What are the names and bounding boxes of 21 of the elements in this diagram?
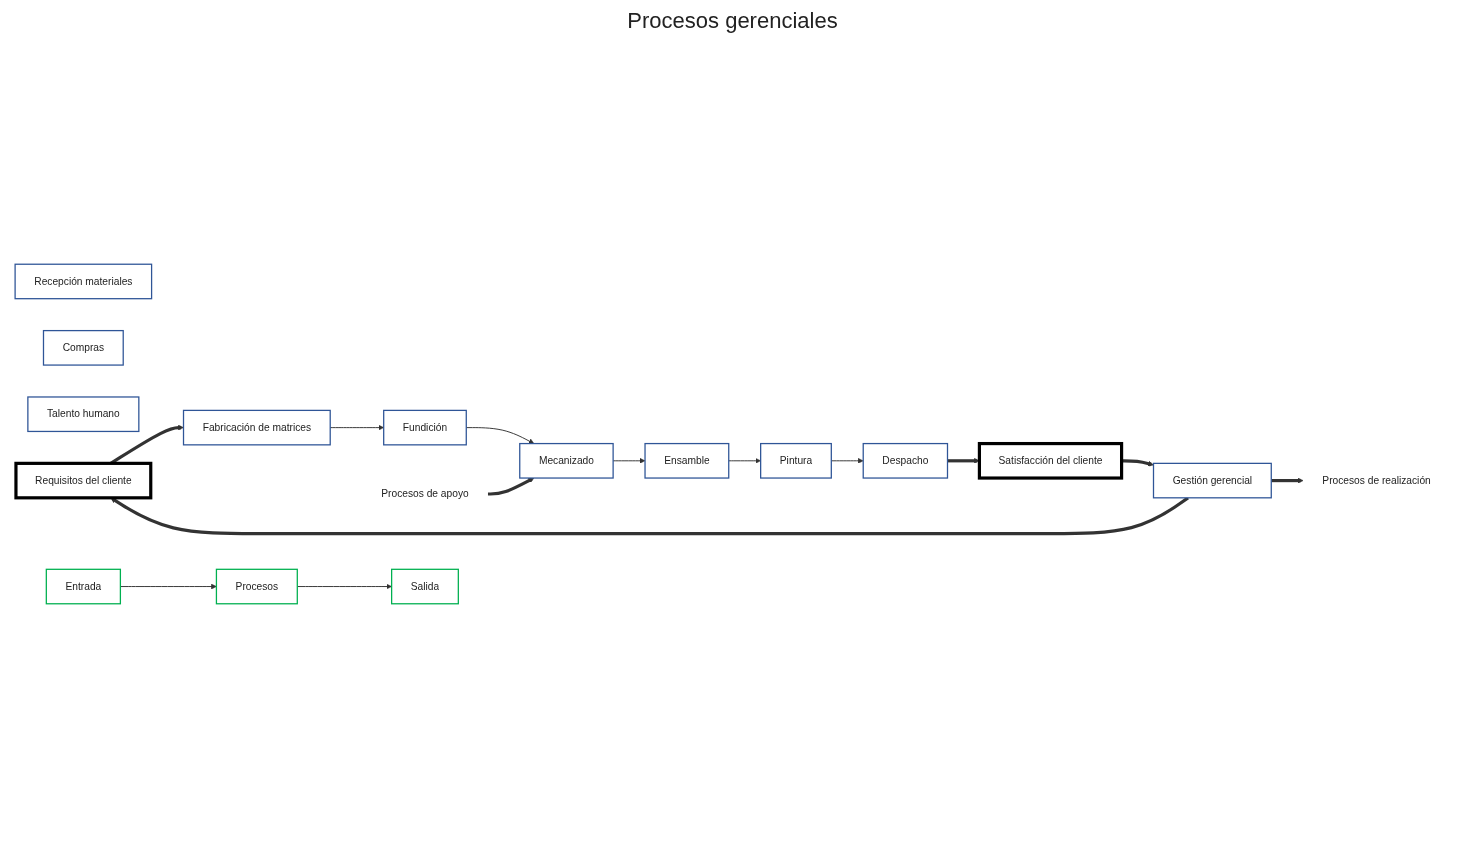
node-box: Fabricación de matrices xyxy=(182,409,331,446)
node-box: Ensamble xyxy=(644,442,730,479)
node-box: Requisitos del cliente xyxy=(14,461,153,500)
node-box: Recepción materiales xyxy=(14,263,153,300)
node-box: Despacho xyxy=(862,442,949,479)
node-box: Compras xyxy=(42,329,124,366)
section-heading: Procesos gerenciales xyxy=(627,8,838,34)
arrow xyxy=(110,496,1189,536)
arrow xyxy=(487,477,535,496)
arrow xyxy=(1271,477,1304,484)
node-text: Procesos de apoyo xyxy=(381,488,469,500)
node-box: Procesos xyxy=(215,568,298,605)
node-text: Procesos de realización xyxy=(1322,474,1431,486)
node-box: Gestión gerencial xyxy=(1152,462,1272,499)
node-box: Entrada xyxy=(45,568,122,605)
node-box: Pintura xyxy=(760,442,832,479)
node-box: Salida xyxy=(391,568,459,605)
node-box: Satisfacción del cliente xyxy=(977,441,1124,480)
node-box: Talento humano xyxy=(27,396,140,433)
node-box: Fundición xyxy=(383,409,467,446)
node-box: Mecanizado xyxy=(519,442,614,479)
